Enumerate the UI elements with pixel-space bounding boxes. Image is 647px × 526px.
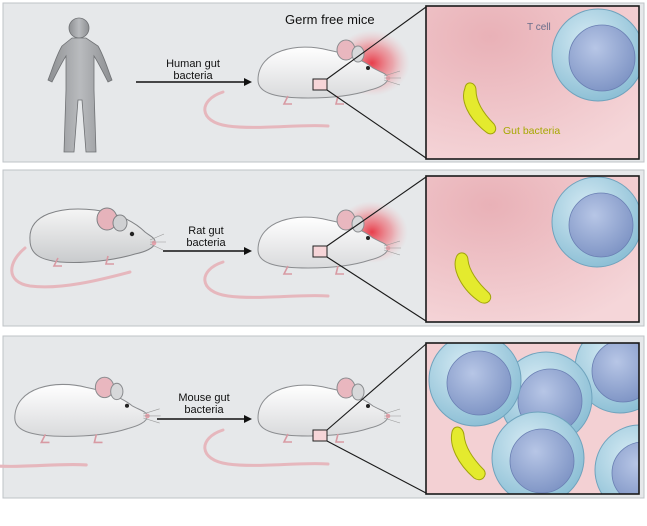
gut-bacteria-label: Gut bacteria — [503, 125, 560, 137]
gut-bacteria — [463, 82, 497, 135]
t-cell — [594, 424, 639, 494]
t-cell — [428, 343, 522, 427]
arrow-human — [136, 78, 252, 86]
human-figure-icon — [47, 17, 113, 153]
rat-icon — [10, 207, 166, 289]
zoom-frame-2 — [425, 175, 640, 323]
arrow-label-rat-1: Rat gut — [188, 225, 223, 237]
zoom-panel-rat — [426, 176, 639, 322]
germ-free-mouse-1 — [203, 30, 410, 129]
arrow-label-rat-2: bacteria — [186, 237, 226, 249]
gut-bacteria — [454, 252, 492, 304]
figure-title: Germ free mice — [285, 12, 375, 27]
arrow-label-mouse-2: bacteria — [184, 404, 224, 416]
zoom-lines-2 — [326, 176, 427, 322]
zoom-panel-human — [426, 6, 639, 159]
arrow-label-human-1: Human gut — [166, 58, 220, 70]
zoom-frame-3 — [425, 342, 640, 495]
t-cell-label: T cell — [527, 22, 551, 33]
zoom-frame-1 — [425, 5, 640, 160]
t-cell — [551, 176, 639, 268]
t-cell — [551, 8, 639, 102]
germ-free-mouse-3 — [203, 376, 403, 467]
t-cell — [491, 411, 585, 494]
arrow-rat — [163, 247, 252, 255]
arrow-label-mouse-1: Mouse gut — [178, 392, 229, 404]
gut-bacteria — [450, 426, 486, 481]
zoom-panel-mouse — [426, 343, 639, 494]
zoom-lines-3 — [326, 343, 427, 494]
arrow-mouse — [157, 415, 252, 423]
zoom-lines-1 — [326, 6, 427, 159]
arrow-label-human-2: bacteria — [173, 70, 213, 82]
germ-free-mouse-2 — [203, 201, 408, 299]
